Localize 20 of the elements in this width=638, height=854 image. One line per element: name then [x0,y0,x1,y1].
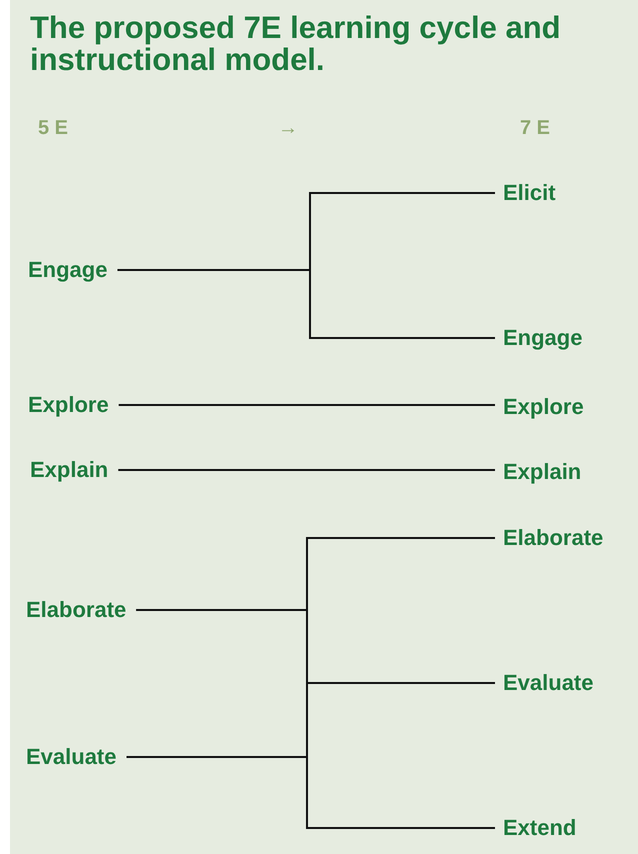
stage-label: Elaborate [503,525,604,550]
column-header: → [278,116,298,141]
stage-label: Evaluate [26,744,116,769]
stage-label: Engage [503,325,582,350]
stage-label: Explain [503,459,582,484]
stage-label: Evaluate [503,670,594,695]
connector-line [118,404,495,406]
stage-label: Elaborate [26,597,126,622]
stage-label: Explore [28,392,109,417]
connector-line [118,469,495,471]
stage-label: Explore [503,394,584,419]
stage-label: Extend [503,815,576,840]
title: The proposed 7E learning cycle and instructional model. [30,12,562,76]
column-header: 5 E [38,116,68,141]
stage-label: Explain [30,457,108,482]
connector-line [126,756,495,829]
stage-label: Elicit [503,180,556,205]
stage-label: Engage [28,257,108,282]
connector-line [117,269,495,339]
column-header: 7 E [520,116,550,141]
